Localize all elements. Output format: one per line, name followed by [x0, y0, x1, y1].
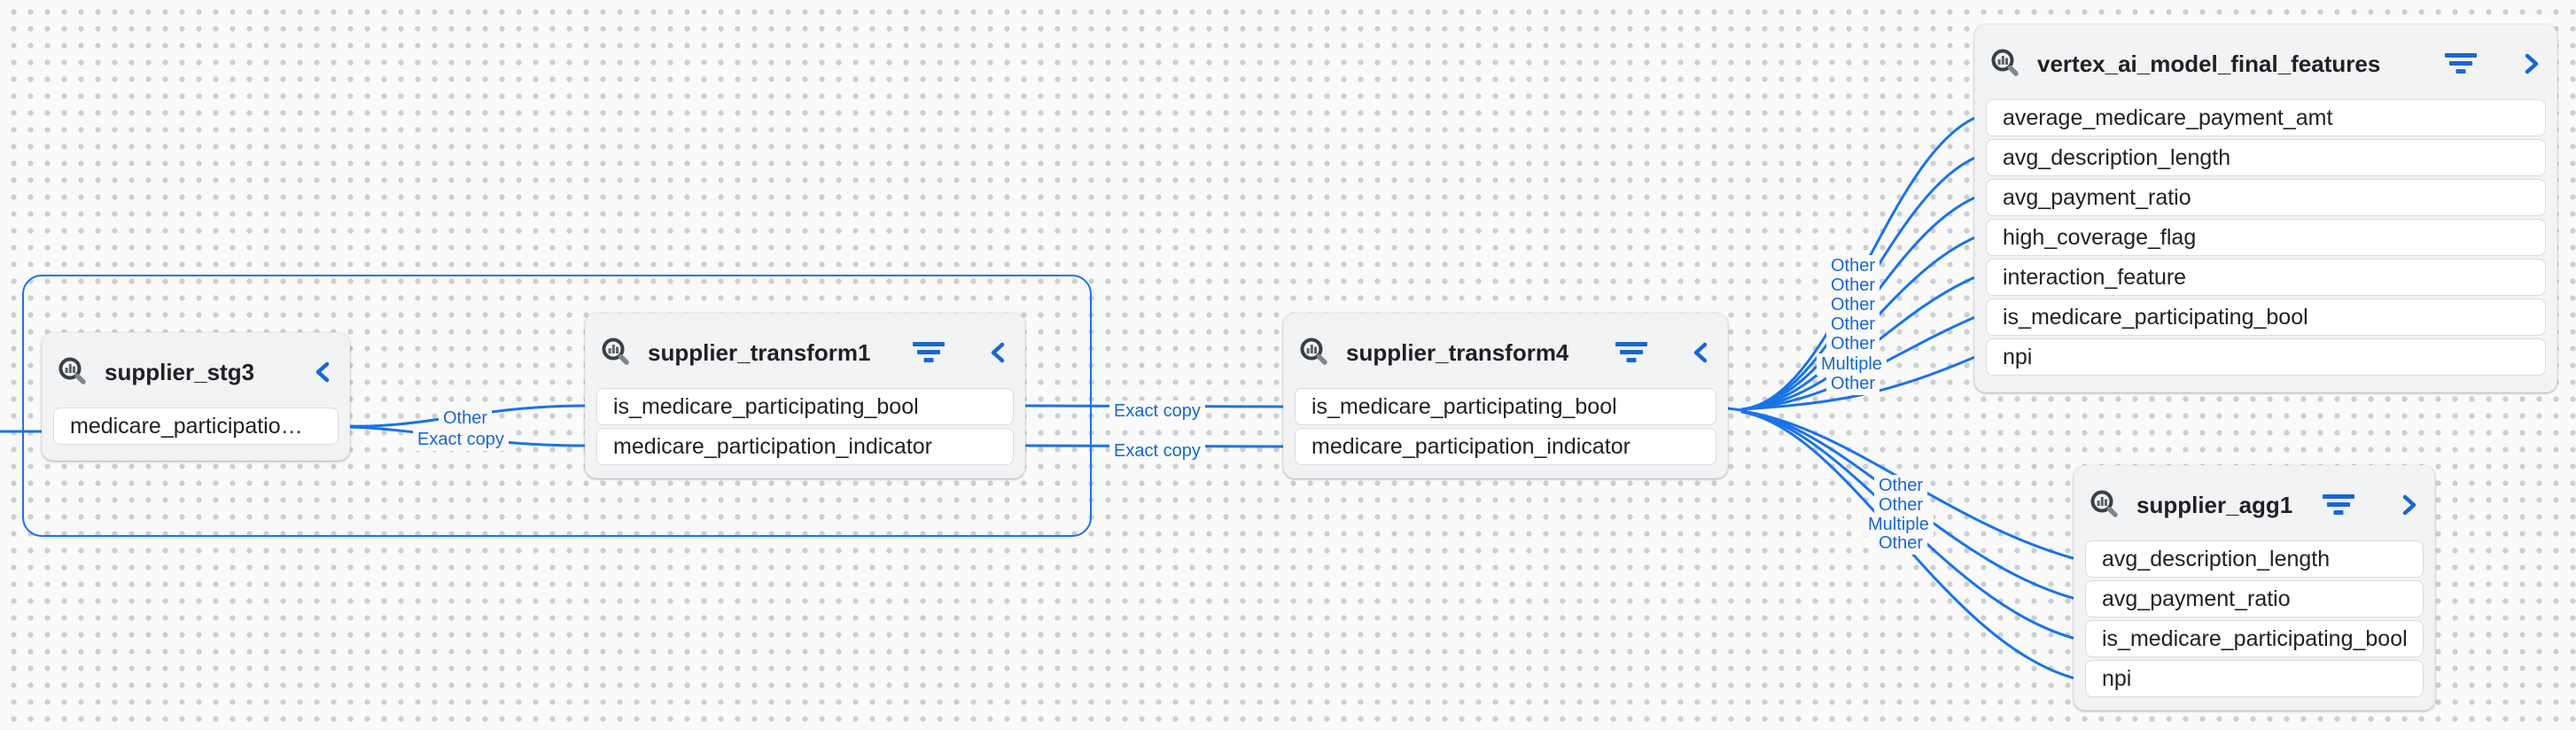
edge-label[interactable]: Other — [1826, 255, 1880, 277]
node-header: vertex_ai_model_final_features — [1989, 43, 2542, 85]
filter-list-icon[interactable] — [1614, 339, 1649, 366]
filter-list-icon[interactable] — [2321, 492, 2356, 518]
edge-label[interactable]: Exact copy — [1109, 400, 1205, 423]
chevron-left-icon[interactable] — [312, 359, 335, 385]
filter-list-icon[interactable] — [911, 339, 946, 366]
lineage-search-chart-icon — [1300, 338, 1327, 365]
field-chip[interactable]: avg_description_length — [2085, 540, 2424, 578]
node-header: supplier_agg1 — [2089, 484, 2420, 526]
lineage-search-chart-icon — [58, 357, 86, 384]
edge-label[interactable]: Other — [1874, 532, 1928, 555]
field-chip[interactable]: avg_description_length — [1986, 139, 2546, 176]
edge-label[interactable]: Other — [439, 408, 493, 430]
lineage-search-chart-icon — [1991, 49, 2019, 76]
node-header: supplier_transform1 — [600, 331, 1010, 374]
field-chip[interactable]: interaction_feature — [1986, 259, 2546, 296]
node-supplier-transform4[interactable]: supplier_transform4 is_medicare_particip… — [1283, 313, 1728, 478]
edge-label[interactable]: Other — [1826, 294, 1880, 316]
field-chip[interactable]: is_medicare_participating_bool — [1295, 388, 1716, 425]
field-chip[interactable]: is_medicare_participating_bool — [2085, 620, 2424, 657]
edge-label[interactable]: Other — [1874, 475, 1928, 497]
node-header: supplier_stg3 — [57, 351, 335, 393]
edge-label[interactable]: Other — [1826, 275, 1880, 297]
field-chip[interactable]: avg_payment_ratio — [2085, 580, 2424, 617]
node-title: supplier_transform1 — [648, 338, 871, 366]
field-chip[interactable]: average_medicare_payment_amt — [1986, 99, 2546, 136]
chevron-right-icon[interactable] — [2519, 50, 2542, 77]
field-chip[interactable]: medicare_participation_indicator — [1295, 428, 1716, 465]
node-title: supplier_stg3 — [105, 358, 255, 385]
node-header: supplier_transform4 — [1298, 331, 1713, 374]
node-supplier-stg3[interactable]: supplier_stg3 medicare_participatio… — [42, 332, 350, 461]
field-chip[interactable]: npi — [1986, 338, 2546, 376]
node-title: supplier_transform4 — [1346, 338, 1569, 366]
edge-label[interactable]: Other — [1826, 333, 1880, 355]
node-supplier-transform1[interactable]: supplier_transform1 is_medicare_particip… — [585, 313, 1025, 478]
edge-label[interactable]: Exact copy — [1109, 440, 1205, 462]
filter-list-icon[interactable] — [2443, 50, 2479, 77]
field-chip[interactable]: npi — [2085, 660, 2424, 697]
edge-label[interactable]: Exact copy — [413, 429, 509, 451]
field-chip[interactable]: is_medicare_participating_bool — [1986, 299, 2546, 336]
edge-label[interactable]: Other — [1826, 373, 1880, 395]
chevron-left-icon[interactable] — [1690, 339, 1713, 366]
chevron-right-icon[interactable] — [2397, 492, 2420, 518]
node-vertex-ai-model-final-features[interactable]: vertex_ai_model_final_features average_m… — [1974, 24, 2557, 392]
edge-transform4-output-stub — [1726, 407, 1744, 412]
edge-label[interactable]: Other — [1826, 314, 1880, 336]
field-chip[interactable]: medicare_participation_indicator — [596, 428, 1014, 465]
lineage-search-chart-icon — [2090, 490, 2118, 517]
field-chip[interactable]: avg_payment_ratio — [1986, 179, 2546, 216]
field-chip[interactable]: is_medicare_participating_bool — [596, 388, 1014, 425]
chevron-left-icon[interactable] — [987, 339, 1010, 366]
field-chip[interactable]: medicare_participatio… — [53, 408, 339, 445]
field-chip[interactable]: high_coverage_flag — [1986, 219, 2546, 256]
edge-label[interactable]: Multiple — [1817, 353, 1887, 376]
field-list: medicare_participatio… — [53, 408, 339, 445]
lineage-search-chart-icon — [602, 338, 629, 365]
edge-label[interactable]: Other — [1874, 494, 1928, 516]
node-title: vertex_ai_model_final_features — [2037, 50, 2381, 77]
node-title: supplier_agg1 — [2136, 491, 2293, 518]
edge-label[interactable]: Multiple — [1864, 514, 1934, 536]
